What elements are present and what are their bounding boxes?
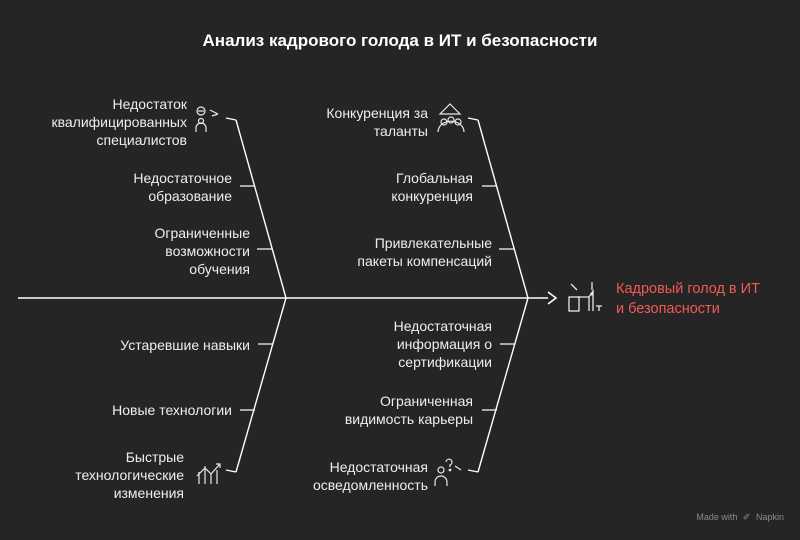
- rib: [225, 117, 237, 121]
- rib: [467, 469, 479, 473]
- diagram-title: Анализ кадрового голода в ИТ и безопасно…: [202, 31, 598, 50]
- napkin-logo-icon: ✐: [742, 512, 751, 522]
- bone-bottom-left: [235, 297, 287, 473]
- cause-label-bottom-left-1: Устаревшие навыки: [120, 337, 250, 353]
- cause-label-top-left-2: Недостаточное образование: [133, 170, 232, 204]
- effect-label: Кадровый голод в ИТ и безопасности: [616, 281, 760, 317]
- cause-label-top-right-1: Конкуренция за таланты: [326, 105, 428, 139]
- rib: [467, 117, 479, 121]
- bone-top-right: [477, 119, 529, 299]
- cause-label-top-right-3: Привлекательные пакеты компенсаций: [357, 235, 492, 269]
- person-question-icon: [434, 458, 462, 486]
- cause-label-top-right-2: Глобальная конкуренция: [391, 170, 473, 204]
- bone-top-left: [235, 119, 287, 299]
- napkin-branding: Made with ✐ Napkin: [696, 512, 784, 523]
- cause-label-bottom-right-3: Недостаточная осведомленность: [312, 459, 428, 493]
- cause-label-bottom-left-3: Быстрые технологические изменения: [75, 449, 184, 501]
- cause-label-bottom-left-2: Новые технологии: [112, 402, 232, 418]
- chart-growth-icon: [196, 463, 221, 484]
- desk-exclamation-icon: [568, 282, 602, 312]
- cause-label-top-left-3: Ограниченные возможности обучения: [154, 225, 250, 277]
- made-with-text: Made with: [696, 512, 738, 522]
- cause-label-top-left-1: Недостаток квалифицированных специалисто…: [51, 96, 187, 148]
- cause-label-bottom-right-2: Ограниченная видимость карьеры: [344, 393, 473, 427]
- cause-label-bottom-right-1: Недостаточная информация о сертификации: [393, 318, 492, 370]
- team-trophy-icon: [437, 103, 465, 133]
- rib: [225, 469, 237, 473]
- spine-arrowhead: [547, 291, 558, 305]
- bone-bottom-right: [477, 297, 529, 473]
- brand-name: Napkin: [755, 512, 784, 522]
- person-search-icon: [195, 106, 219, 132]
